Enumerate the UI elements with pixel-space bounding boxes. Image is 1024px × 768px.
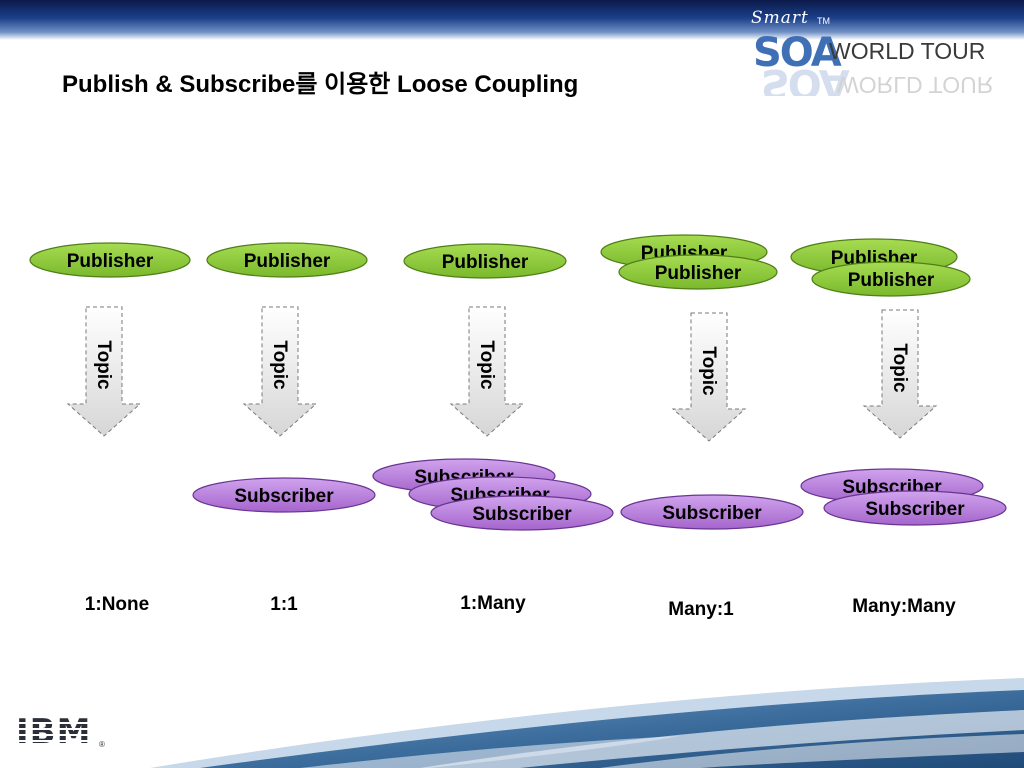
publisher-node: Publisher <box>206 242 368 278</box>
logo-world-tour-text: WORLD TOUR <box>829 38 986 64</box>
subscriber-node: Subscriber <box>823 490 1007 526</box>
subscriber-node: Subscriber <box>192 477 376 513</box>
publisher-node: Publisher <box>618 254 778 290</box>
caption-1-1: 1:1 <box>270 594 298 615</box>
publisher-node: Publisher <box>811 261 971 297</box>
topic-label: Topic <box>889 343 910 393</box>
topic-label: Topic <box>93 340 114 390</box>
earth-horizon-image <box>150 678 1024 768</box>
subscriber-label: Subscriber <box>865 499 965 520</box>
subscriber-label: Subscriber <box>472 504 572 525</box>
caption-1-none: 1:None <box>84 594 150 615</box>
publisher-label: Publisher <box>655 263 742 284</box>
topic-label: Topic <box>269 340 290 390</box>
top-banner <box>0 0 1024 40</box>
logo-smart-text: Smart <box>751 8 809 28</box>
smart-soa-world-tour-logo: Smart TM SOA WORLD TOUR SOA WORLD TOUR <box>745 4 1015 104</box>
subscriber-node: Subscriber <box>430 495 614 531</box>
topic-arrow: Topic <box>449 306 525 437</box>
publisher-node: Publisher <box>29 242 191 278</box>
publisher-label: Publisher <box>67 251 154 272</box>
publisher-label: Publisher <box>442 252 529 273</box>
publisher-node: Publisher <box>403 243 567 279</box>
publisher-label: Publisher <box>848 270 935 291</box>
logo-soa-text: SOA <box>753 30 842 76</box>
publisher-label: Publisher <box>244 251 331 272</box>
caption-many-many: Many:Many <box>852 596 956 617</box>
ibm-registered-mark: ® <box>99 740 105 749</box>
caption-1-many: 1:Many <box>460 593 526 614</box>
subscriber-label: Subscriber <box>234 486 334 507</box>
topic-arrow: Topic <box>242 306 318 437</box>
logo-trademark: TM <box>817 16 830 26</box>
topic-arrow: Topic <box>862 309 938 439</box>
topic-arrow: Topic <box>671 312 747 442</box>
topic-label: Topic <box>698 346 719 396</box>
subscriber-label: Subscriber <box>662 503 762 524</box>
subscriber-node: Subscriber <box>620 494 804 530</box>
topic-arrow: Topic <box>66 306 142 437</box>
slide-title: Publish & Subscribe를 이용한 Loose Coupling <box>62 71 579 98</box>
topic-label: Topic <box>476 340 497 390</box>
caption-many-1: Many:1 <box>668 599 734 620</box>
ibm-logo: IBM <box>16 712 92 752</box>
